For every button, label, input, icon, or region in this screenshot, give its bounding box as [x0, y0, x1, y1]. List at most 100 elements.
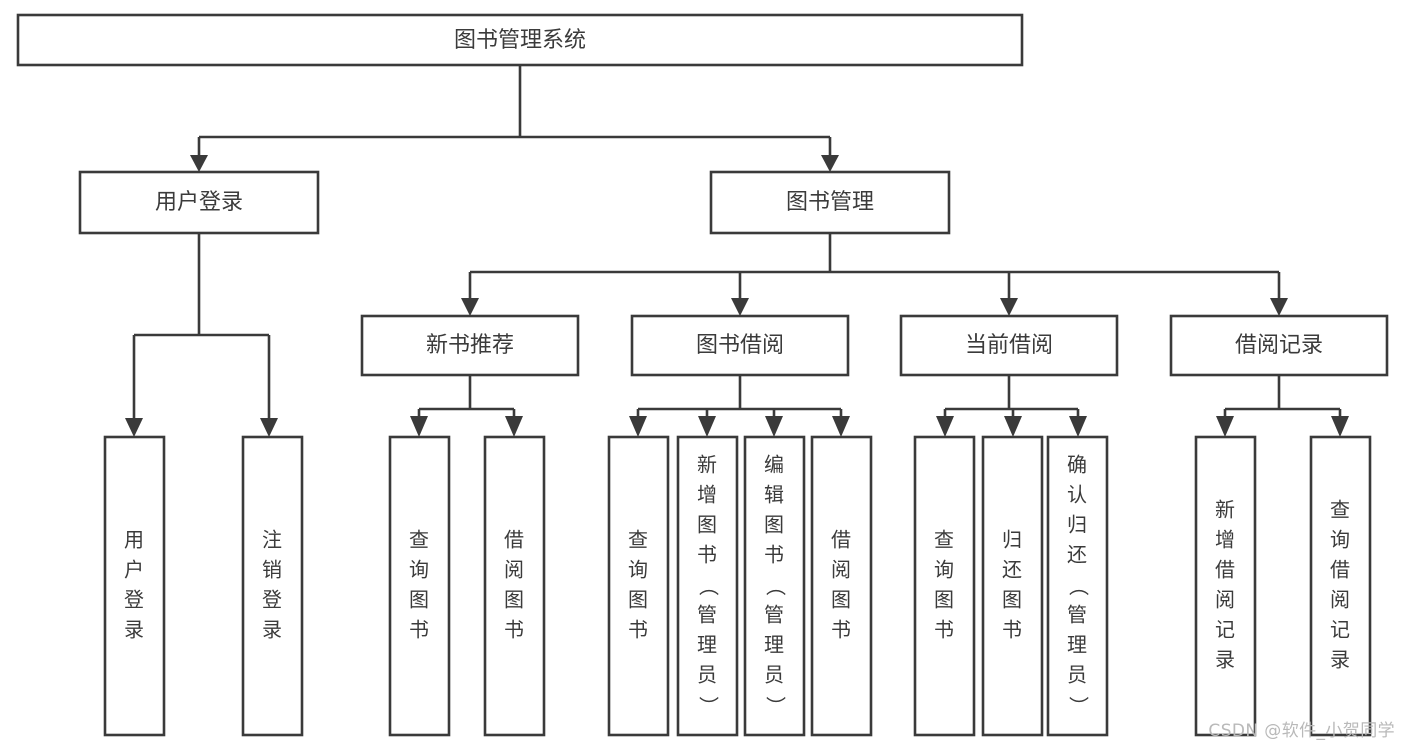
node-borrow-record-label: 借阅记录 — [1235, 333, 1323, 358]
svg-text:（: （ — [764, 576, 788, 596]
node-current-borrow[interactable]: 当前借阅 — [899, 314, 1119, 377]
svg-text:书: 书 — [504, 618, 524, 642]
svg-text:查: 查 — [934, 528, 954, 552]
svg-text:书: 书 — [934, 618, 954, 642]
svg-text:书: 书 — [697, 543, 717, 567]
node-leaf-box[interactable] — [483, 435, 546, 737]
node-root-system[interactable]: 图书管理系统 — [16, 13, 1024, 67]
node-leaf-user-login[interactable]: 用户登录 — [103, 435, 166, 737]
node-borrow-record[interactable]: 借阅记录 — [1169, 314, 1389, 377]
svg-text:阅: 阅 — [1330, 588, 1350, 612]
svg-text:询: 询 — [409, 558, 429, 582]
svg-text:图: 图 — [504, 588, 524, 612]
svg-text:管: 管 — [764, 603, 784, 627]
node-current-borrow-box[interactable] — [899, 314, 1119, 377]
node-new-book-recommend-label: 新书推荐 — [426, 333, 514, 358]
svg-text:借: 借 — [1330, 558, 1350, 582]
arrow-head-icon — [832, 416, 850, 437]
node-user-login[interactable]: 用户登录 — [78, 170, 320, 235]
svg-text:图: 图 — [764, 513, 784, 537]
svg-text:增: 增 — [1215, 528, 1235, 552]
arrow-head-icon — [1069, 416, 1087, 437]
svg-text:图: 图 — [409, 588, 429, 612]
arrow-head-icon — [505, 416, 523, 437]
node-leaf-box[interactable] — [1194, 435, 1257, 737]
node-borrow-record-box[interactable] — [1169, 314, 1389, 377]
svg-text:借: 借 — [831, 528, 851, 552]
svg-text:记: 记 — [1215, 618, 1235, 642]
svg-text:确: 确 — [1067, 453, 1087, 477]
svg-text:询: 询 — [628, 558, 648, 582]
node-leaf-box[interactable] — [810, 435, 873, 737]
svg-text:阅: 阅 — [504, 558, 524, 582]
svg-text:户: 户 — [124, 558, 144, 582]
node-leaf-box[interactable] — [1046, 435, 1109, 737]
node-leaf-box[interactable] — [676, 435, 739, 737]
node-user-login-box[interactable] — [78, 170, 320, 235]
svg-text:管: 管 — [697, 603, 717, 627]
node-leaf-box[interactable] — [1309, 435, 1372, 737]
svg-text:新: 新 — [697, 453, 717, 477]
arrow-head-icon — [1331, 416, 1349, 437]
svg-text:新: 新 — [1215, 498, 1235, 522]
svg-text:还: 还 — [1002, 558, 1022, 582]
node-new-book-recommend-box[interactable] — [360, 314, 580, 377]
svg-text:图: 图 — [934, 588, 954, 612]
svg-text:（: （ — [697, 576, 721, 596]
svg-text:书: 书 — [409, 618, 429, 642]
svg-text:增: 增 — [697, 483, 717, 507]
node-leaf-box[interactable] — [743, 435, 806, 737]
node-book-management-label: 图书管理 — [786, 190, 874, 215]
node-book-management[interactable]: 图书管理 — [709, 170, 951, 235]
connector-group-current-borrow — [936, 375, 1087, 437]
node-leaf-box[interactable] — [388, 435, 451, 737]
node-new-book-recommend[interactable]: 新书推荐 — [360, 314, 580, 377]
node-user-login-label: 用户登录 — [155, 190, 243, 215]
svg-text:登: 登 — [124, 588, 144, 612]
node-leaf-box[interactable] — [913, 435, 976, 737]
node-root-box[interactable] — [16, 13, 1024, 67]
svg-text:）: ） — [697, 696, 721, 716]
node-leaf-box[interactable] — [103, 435, 166, 737]
node-book-borrow[interactable]: 图书借阅 — [630, 314, 850, 377]
node-book-management-box[interactable] — [709, 170, 951, 235]
svg-text:）: ） — [764, 696, 788, 716]
connector-group-book-borrow — [629, 375, 850, 437]
node-leaf-box[interactable] — [241, 435, 304, 737]
svg-text:管: 管 — [1067, 603, 1087, 627]
node-leaf-box[interactable] — [607, 435, 670, 737]
svg-text:归: 归 — [1002, 528, 1022, 552]
node-leaf-box[interactable] — [981, 435, 1044, 737]
svg-text:书: 书 — [1002, 618, 1022, 642]
svg-text:阅: 阅 — [831, 558, 851, 582]
arrow-head-icon — [125, 418, 143, 437]
svg-text:查: 查 — [1330, 498, 1350, 522]
svg-text:借: 借 — [504, 528, 524, 552]
arrow-head-icon — [821, 155, 839, 172]
node-current-borrow-label: 当前借阅 — [965, 333, 1053, 358]
svg-text:登: 登 — [262, 588, 282, 612]
node-book-borrow-box[interactable] — [630, 314, 850, 377]
svg-text:图: 图 — [628, 588, 648, 612]
svg-text:销: 销 — [262, 558, 282, 582]
arrow-head-icon — [1216, 416, 1234, 437]
svg-text:还: 还 — [1067, 543, 1087, 567]
svg-text:书: 书 — [628, 618, 648, 642]
svg-text:员: 员 — [764, 663, 784, 687]
svg-text:理: 理 — [764, 633, 784, 657]
arrow-head-icon — [260, 418, 278, 437]
